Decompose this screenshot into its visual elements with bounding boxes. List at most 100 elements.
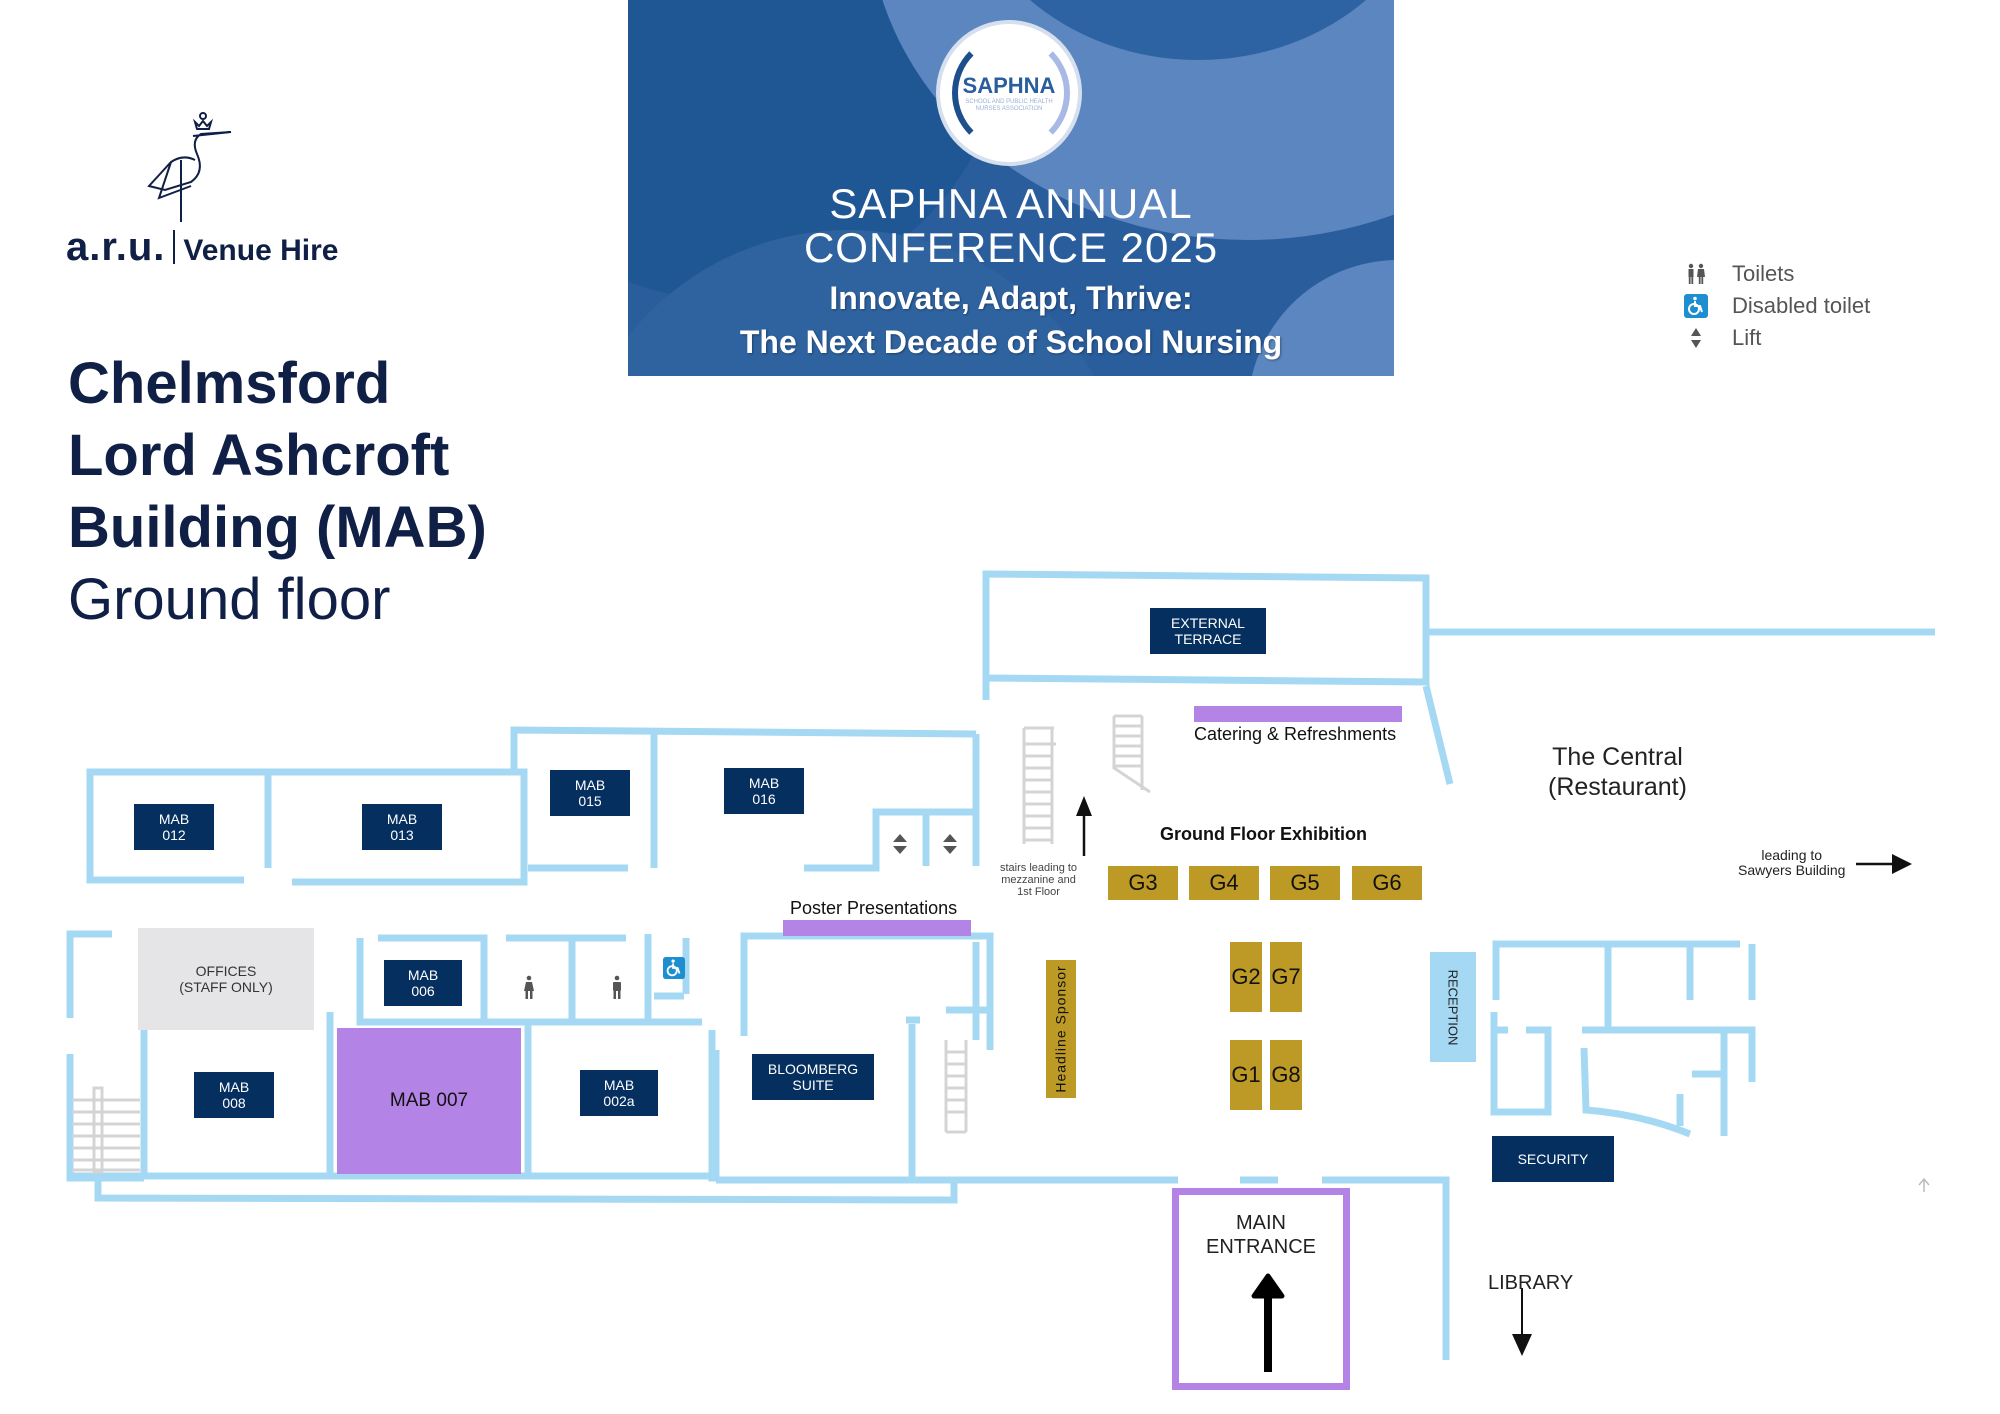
stand-g6[interactable]: G6 <box>1352 866 1422 900</box>
lift-icon <box>1684 326 1708 350</box>
room-mab-012[interactable]: MAB 012 <box>134 804 214 850</box>
title-line-3: Building (MAB) <box>68 495 487 560</box>
main-entrance[interactable]: MAIN ENTRANCE <box>1172 1188 1350 1390</box>
room-label-line1: MAB <box>574 777 606 793</box>
room-label: SECURITY <box>1517 1151 1589 1167</box>
logo-product: Venue Hire <box>183 234 339 267</box>
stairs-icon <box>1022 726 1056 844</box>
office-label-line1: OFFICES <box>195 963 257 979</box>
walls <box>66 570 1935 1360</box>
headline-sponsor-stand[interactable]: Headline Sponsor <box>1046 960 1076 1098</box>
room-label-line1: MAB <box>407 967 439 983</box>
reception-desk: RECEPTION <box>1430 952 1476 1062</box>
wall <box>1422 685 1454 785</box>
stand-label: G4 <box>1209 870 1239 895</box>
stand-label: G1 <box>1231 1062 1261 1087</box>
room-mab-013[interactable]: MAB 013 <box>362 804 442 850</box>
catering-area <box>1194 706 1402 722</box>
female-toilet-icon <box>520 974 538 1000</box>
stand-label: G5 <box>1290 870 1320 895</box>
floor-subtitle: Ground floor <box>68 567 391 632</box>
title-line-1: Chelmsford <box>68 351 391 416</box>
stairs-note-line1: stairs leading to <box>1000 862 1078 874</box>
page-title: Chelmsford Lord Ashcroft Building (MAB) … <box>68 348 487 636</box>
wall <box>1580 1047 1692 1138</box>
central-line2: (Restaurant) <box>1548 773 1687 801</box>
banner-title: SAPHNA ANNUAL CONFERENCE 2025 <box>628 182 1394 270</box>
room-mab-016[interactable]: MAB 016 <box>724 768 804 814</box>
stand-g3[interactable]: G3 <box>1108 866 1178 900</box>
wall <box>86 768 528 886</box>
room-bloomberg-suite[interactable]: BLOOMBERG SUITE <box>752 1054 874 1100</box>
room-mab-008[interactable]: MAB 008 <box>194 1072 274 1118</box>
room-label-line1: MAB <box>158 811 190 827</box>
room-label-line2: 002a <box>603 1093 635 1109</box>
banner-title-line-1: SAPHNA ANNUAL <box>829 180 1193 227</box>
aru-logo: a.r.u. Venue Hire <box>66 225 338 270</box>
stand-g2[interactable]: G2 <box>1230 942 1262 1012</box>
wall <box>510 726 977 772</box>
room-mab-006[interactable]: MAB 006 <box>384 960 462 1006</box>
north-arrow-icon <box>1918 1177 1930 1192</box>
stand-g8[interactable]: G8 <box>1270 1040 1302 1110</box>
banner-title-line-2: CONFERENCE 2025 <box>803 224 1219 271</box>
room-mab-007[interactable]: MAB 007 <box>337 1028 521 1174</box>
office-label-line2: (STAFF ONLY) <box>179 979 273 995</box>
room-label-line1: MAB <box>603 1077 635 1093</box>
room-mab-015[interactable]: MAB 015 <box>550 770 630 816</box>
entrance-line1: MAIN <box>1236 1212 1286 1234</box>
room-label-line2: 006 <box>411 983 435 999</box>
wall <box>1490 1012 1552 1116</box>
catering-label: Catering & Refreshments <box>1194 724 1397 744</box>
exhibition-title: Ground Floor Exhibition <box>1160 824 1367 844</box>
library-direction-label: LIBRARY <box>1488 1272 1574 1294</box>
wall <box>66 930 112 1018</box>
stand-g4[interactable]: G4 <box>1189 866 1259 900</box>
legend-label: Toilets <box>1732 261 1795 286</box>
room-label-line2: 016 <box>752 791 776 807</box>
toilets-icon <box>1684 262 1708 286</box>
wall <box>1492 940 1740 1000</box>
stand-g7[interactable]: G7 <box>1270 942 1302 1012</box>
legend-item-disabled-toilet: Disabled toilet <box>1684 290 1870 322</box>
disabled-toilet-icon <box>1684 294 1708 318</box>
stand-g5[interactable]: G5 <box>1270 866 1340 900</box>
wall <box>94 1176 958 1204</box>
banner-tagline-line-1: Innovate, Adapt, Thrive: <box>829 280 1193 316</box>
saphna-logo-ring-icon <box>952 34 1070 152</box>
sawyers-line2: Sawyers Building <box>1738 862 1846 878</box>
room-label-line2: 015 <box>578 793 602 809</box>
sawyers-building-direction: leading to Sawyers Building <box>1738 848 1845 878</box>
stairs-note: stairs leading to mezzanine and 1st Floo… <box>1000 862 1077 898</box>
stand-label: G7 <box>1271 964 1301 989</box>
room-mab-002a[interactable]: MAB 002a <box>580 1070 658 1116</box>
logo-separator <box>173 230 176 264</box>
legend-label: Lift <box>1732 325 1762 350</box>
disabled-toilet-icon <box>662 956 686 980</box>
room-label-line1: MAB <box>218 1079 250 1095</box>
arrow-down-icon <box>1512 1288 1532 1356</box>
room-external-terrace[interactable]: EXTERNAL TERRACE <box>1150 608 1266 654</box>
stairs-note-line2: mezzanine and <box>1001 874 1076 886</box>
room-label-line1: MAB <box>748 775 780 791</box>
stand-label: G8 <box>1271 1062 1301 1087</box>
stairs-icon <box>1112 714 1151 794</box>
room-label-line2: SUITE <box>792 1077 834 1093</box>
aru-heron-logo-icon <box>147 112 232 222</box>
wall <box>740 932 994 1050</box>
wall <box>1582 1026 1756 1082</box>
reception-label: RECEPTION <box>1445 969 1461 1045</box>
stand-label: G3 <box>1128 870 1158 895</box>
male-toilet-icon <box>608 974 626 1000</box>
room-label-line2: TERRACE <box>1174 631 1242 647</box>
lift-icon <box>890 832 910 856</box>
sponsor-label: Headline Sponsor <box>1053 965 1070 1093</box>
room-label-line2: 013 <box>390 827 414 843</box>
room-label-line1: BLOOMBERG <box>767 1061 859 1077</box>
room-security[interactable]: SECURITY <box>1492 1136 1614 1182</box>
room-label-line1: EXTERNAL <box>1171 615 1245 631</box>
logo-brand: a.r.u. <box>66 225 166 269</box>
stand-g1[interactable]: G1 <box>1230 1040 1262 1110</box>
sawyers-line1: leading to <box>1761 847 1823 863</box>
